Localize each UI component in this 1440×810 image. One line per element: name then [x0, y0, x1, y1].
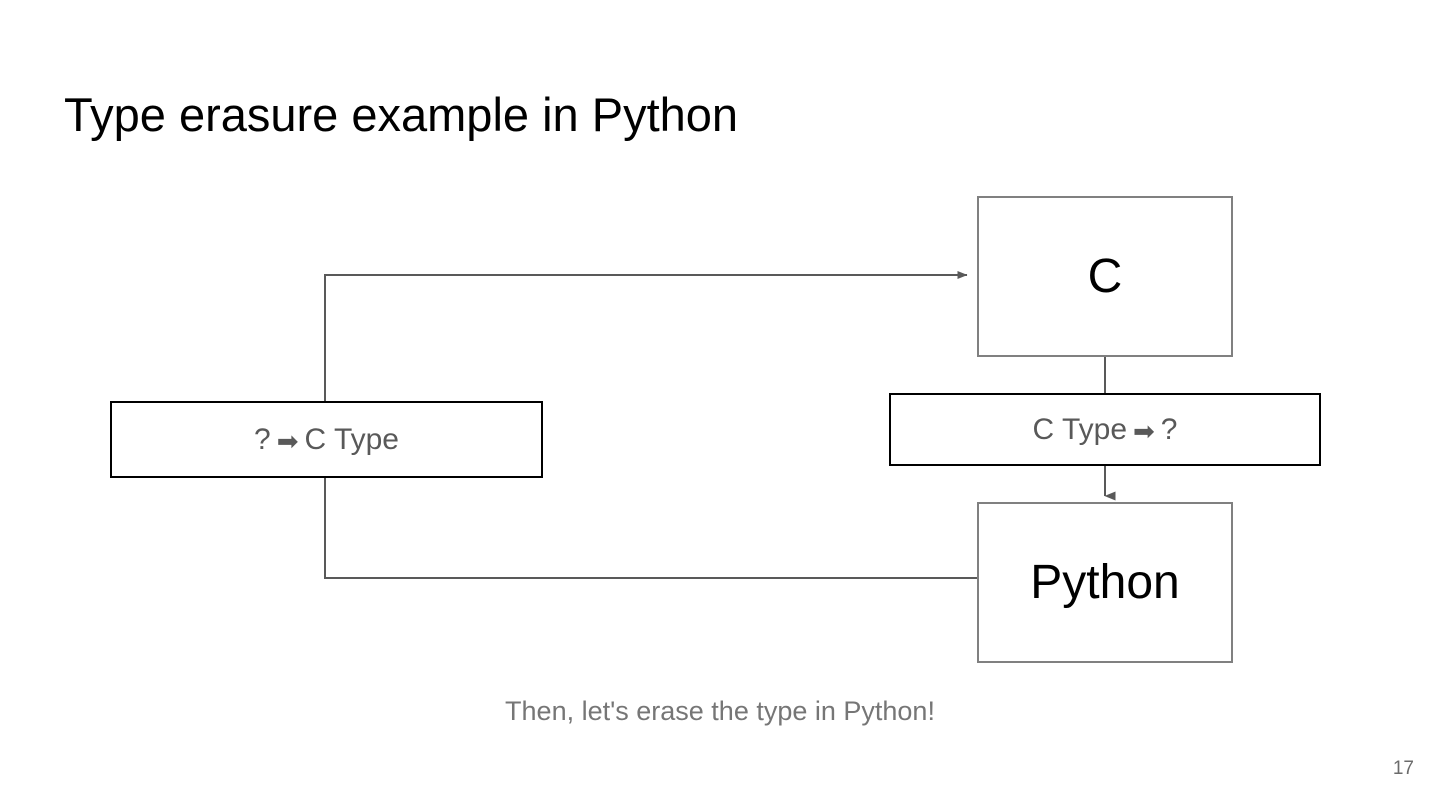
label-suffix: C Type [304, 422, 399, 456]
label-suffix: ? [1160, 412, 1178, 446]
label-box-unknown-to-ctype[interactable]: ? ➡ C Type [110, 401, 543, 478]
page-title: Type erasure example in Python [64, 88, 739, 141]
node-python-label: Python [1030, 555, 1180, 609]
right-arrow-icon: ➡ [1133, 415, 1155, 446]
label-box-ctype-to-unknown[interactable]: C Type ➡ ? [889, 393, 1321, 466]
page-number: 17 [1392, 758, 1414, 779]
slide-caption: Then, let's erase the type in Python! [505, 696, 935, 726]
node-python-box[interactable]: Python [977, 502, 1233, 663]
label-prefix: C Type [1032, 412, 1128, 446]
right-arrow-icon: ➡ [276, 425, 299, 456]
label-prefix: ? [254, 422, 271, 456]
node-c-box[interactable]: C [977, 196, 1233, 357]
node-c-label: C [1087, 249, 1123, 303]
